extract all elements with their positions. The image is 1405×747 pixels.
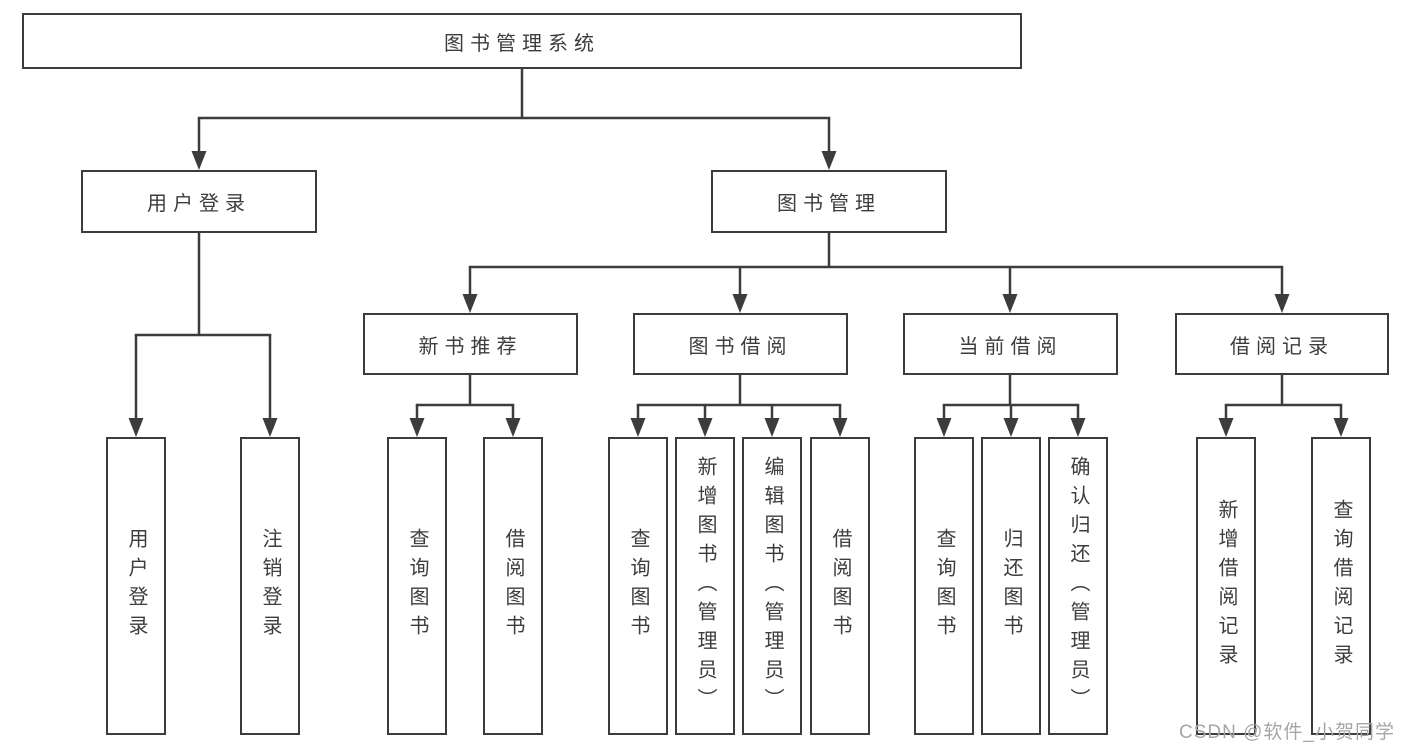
leaf-edit-book-admin: 编辑图书（管理员） bbox=[742, 437, 802, 735]
leaf-borrow-books: 借阅图书 bbox=[810, 437, 870, 735]
node-book-borrow: 图书借阅 bbox=[633, 313, 848, 375]
leaf-query-borrow-record: 查询借阅记录 bbox=[1311, 437, 1371, 735]
node-user-login: 用户登录 bbox=[81, 170, 317, 233]
leaf-query-books-current: 查询图书 bbox=[914, 437, 974, 735]
leaf-borrow-books-recommend: 借阅图书 bbox=[483, 437, 543, 735]
node-book-management: 图书管理 bbox=[711, 170, 947, 233]
leaf-logout: 注销登录 bbox=[240, 437, 300, 735]
leaf-add-book-admin: 新增图书（管理员） bbox=[675, 437, 735, 735]
watermark: CSDN @软件_小贺同学 bbox=[1179, 722, 1395, 743]
node-current-borrow: 当前借阅 bbox=[903, 313, 1118, 375]
leaf-query-books-borrow: 查询图书 bbox=[608, 437, 668, 735]
node-borrow-records: 借阅记录 bbox=[1175, 313, 1389, 375]
node-new-book-recommend: 新书推荐 bbox=[363, 313, 578, 375]
leaf-return-book: 归还图书 bbox=[981, 437, 1041, 735]
leaf-user-login: 用户登录 bbox=[106, 437, 166, 735]
leaf-query-books-recommend: 查询图书 bbox=[387, 437, 447, 735]
leaf-add-borrow-record: 新增借阅记录 bbox=[1196, 437, 1256, 735]
node-root: 图书管理系统 bbox=[22, 13, 1022, 69]
leaf-confirm-return-admin: 确认归还（管理员） bbox=[1048, 437, 1108, 735]
